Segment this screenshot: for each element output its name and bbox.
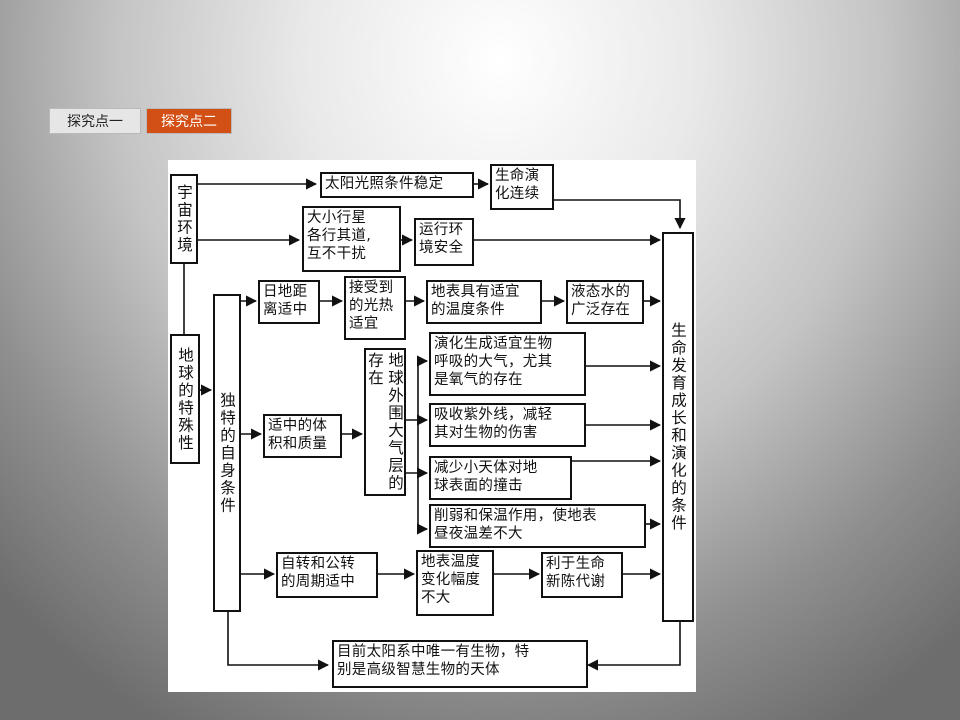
arrow-life-to-conditions: [554, 199, 686, 230]
node-planets-orbit: 大小行星 各行其道, 互不干扰: [302, 206, 401, 272]
node-rotation-period: 自转和公转 的周期适中: [276, 552, 378, 598]
node-unique-conditions: 独特的自身条件: [213, 294, 241, 612]
node-atmosphere: 地球外围大气层的存在: [364, 348, 406, 496]
node-earth-special: 地球的特殊性: [170, 334, 200, 464]
node-metabolism: 利于生命 新陈代谢: [541, 552, 623, 598]
node-life-continuous: 生命演 化连续: [490, 164, 554, 210]
node-suitable-temp: 地表具有适宜 的温度条件: [426, 280, 542, 324]
diagram-panel: 宇宙环境 太阳光照条件稳定 生命演 化连续 大小行星 各行其道, 互不干扰 运行…: [168, 160, 696, 692]
node-evolve-air: 演化生成适宜生物 呼吸的大气，尤其 是氧气的存在: [429, 332, 586, 396]
node-volume-mass: 适中的体 积和质量: [263, 414, 342, 458]
tab-explore-point-2[interactable]: 探究点二: [146, 108, 232, 134]
arrow-unique-to-onlylife: [227, 610, 330, 671]
node-orbit-safe: 运行环 境安全: [414, 218, 474, 266]
node-liquid-water: 液态水的 广泛存在: [566, 280, 644, 324]
arrow-conditions-to-onlylife: [586, 622, 681, 671]
node-absorb-uv: 吸收紫外线，减轻 其对生物的伤害: [429, 403, 586, 447]
node-sun-distance: 日地距 离适中: [258, 280, 320, 324]
node-reduce-impact: 减少小天体对地 球表面的撞击: [429, 456, 572, 500]
node-temp-change: 地表温度 变化幅度 不大: [416, 550, 494, 616]
node-receive-heat: 接受到 的光热 适宜: [344, 276, 406, 340]
node-weaken-insulate: 削弱和保温作用，使地表 昼夜温差不大: [429, 504, 646, 548]
node-universe-environment: 宇宙环境: [170, 174, 198, 264]
tab-explore-point-1[interactable]: 探究点一: [49, 108, 141, 134]
node-only-life: 目前太阳系中唯一有生物，特 别是高级智慧生物的天体: [332, 640, 588, 688]
node-sun-stable: 太阳光照条件稳定: [320, 172, 474, 198]
node-life-conditions: 生命发育成长和演化的条件: [662, 232, 694, 622]
